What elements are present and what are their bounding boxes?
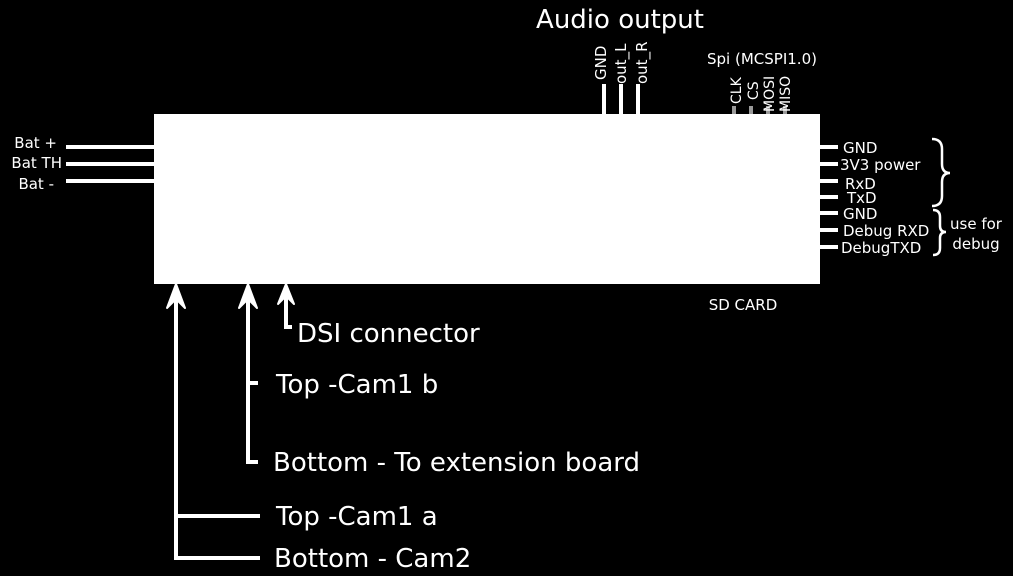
top-cam1a-label: Top -Cam1 a — [275, 502, 438, 532]
right-label-gnd-1: GND — [843, 139, 877, 157]
right-label-gnd-2: GND — [843, 205, 877, 223]
dsi-connector-line — [284, 290, 292, 329]
debug-note-line-2: debug — [952, 235, 999, 253]
audio-pin-label-out-r: out_R — [633, 42, 652, 85]
audio-output-title: Audio output — [536, 5, 704, 35]
extension-connector-line — [246, 290, 258, 464]
bottom-extension-label: Bottom - To extension board — [273, 448, 640, 478]
spi-pin-label-mosi: MOSI — [762, 76, 778, 112]
right-label-txd: TxD — [846, 189, 877, 207]
board-body — [154, 114, 820, 284]
spi-pin-label-miso: MISO — [778, 76, 794, 112]
battery-label-minus: Bat - — [18, 175, 54, 193]
right-header-pins: GND 3V3 power RxD TxD GND Debug RXD Debu… — [820, 139, 929, 257]
right-label-3v3: 3V3 power — [840, 156, 921, 174]
cam1a-arrow-head — [166, 283, 186, 309]
spi-pins: CLK CS MOSI MISO — [729, 76, 794, 114]
connector-arrows — [166, 283, 295, 560]
cam1b-arrow-head — [238, 283, 258, 309]
debug-note-line-1: use for — [950, 215, 1003, 233]
spi-title: Spi (MCSPI1.0) — [707, 50, 817, 68]
bottom-cam2-label: Bottom - Cam2 — [274, 544, 471, 574]
dsi-connector-label: DSI connector — [297, 319, 480, 349]
audio-pin-label-out-l: out_L — [612, 43, 631, 84]
debug-group-brace — [932, 208, 947, 257]
power-group-brace — [931, 137, 951, 208]
audio-pin-label-gnd: GND — [592, 46, 610, 80]
right-label-debug-rxd: Debug RXD — [843, 222, 929, 240]
audio-pins: GND out_L out_R — [592, 42, 652, 114]
battery-label-th: Bat TH — [11, 154, 62, 172]
spi-pin-label-clk: CLK — [729, 76, 745, 104]
right-label-rxd: RxD — [845, 175, 876, 193]
sd-card-label: SD CARD — [709, 296, 778, 314]
top-cam1b-label: Top -Cam1 b — [275, 370, 438, 400]
spi-pin-label-cs: CS — [746, 81, 762, 100]
right-label-debug-txd: DebugTXD — [841, 239, 921, 257]
battery-label-plus: Bat + — [14, 134, 57, 152]
battery-pins: Bat + Bat TH Bat - — [11, 134, 154, 193]
cam2-connector-line — [174, 290, 260, 560]
dsi-arrow-head — [277, 283, 295, 305]
